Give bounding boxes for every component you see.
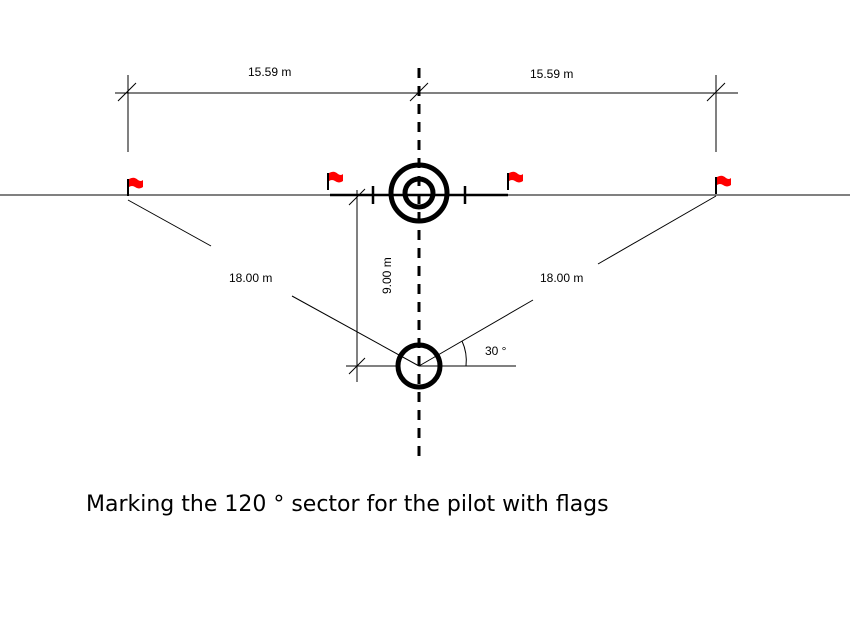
angle-marker <box>419 340 516 367</box>
target-icon <box>388 162 450 224</box>
left-radius-line-upper <box>127 199 212 247</box>
dim-left-width-label: 15.59 m <box>248 65 291 79</box>
left-radius-line-lower <box>291 295 420 367</box>
flag-icon <box>327 171 343 190</box>
dim-left-radius-label: 18.00 m <box>229 271 272 285</box>
angle-label: 30 ° <box>485 344 507 358</box>
circle-icon <box>395 342 443 390</box>
diagram-caption: Marking the 120 ° sector for the pilot w… <box>86 492 609 517</box>
dim-offset-label: 9.00 m <box>380 257 394 294</box>
top-dimension <box>115 75 738 152</box>
flag-icon <box>507 171 523 190</box>
offset-dimension <box>346 188 396 382</box>
flag-icon <box>127 177 143 196</box>
dim-right-radius-label: 18.00 m <box>540 271 583 285</box>
flag-icon <box>715 175 731 194</box>
right-radius-line-upper <box>597 195 717 265</box>
dim-right-width-label: 15.59 m <box>530 67 573 81</box>
